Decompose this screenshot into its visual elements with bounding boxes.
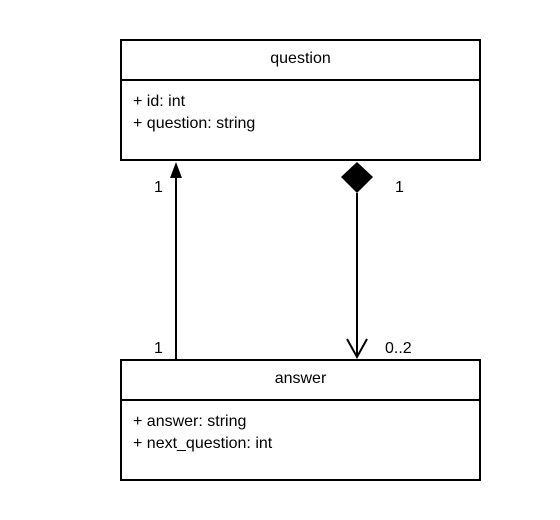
composition-multiplicity-question-end: 1 [395, 179, 404, 196]
question-attributes: + id: int + question: string [122, 81, 479, 135]
composition-multiplicity-answer-end: 0..2 [385, 340, 412, 357]
answer-attributes: + answer: string + next_question: int [122, 401, 479, 455]
question-class[interactable]: question + id: int + question: string [120, 39, 481, 161]
composition-diamond-icon [341, 162, 373, 193]
attribute-answer: + answer: string [133, 413, 247, 430]
answer-class-name: answer [122, 361, 479, 401]
association-multiplicity-question-end: 1 [154, 179, 163, 196]
association-multiplicity-answer-end: 1 [154, 340, 163, 357]
attribute-id: + id: int [133, 93, 186, 110]
association-arrowhead-icon [170, 162, 182, 178]
composition-open-arrow-icon [346, 338, 368, 360]
attribute-next-question: + next_question: int [133, 435, 273, 452]
answer-class[interactable]: answer + answer: string + next_question:… [120, 359, 481, 481]
attribute-question: + question: string [133, 115, 256, 132]
question-class-name: question [122, 41, 479, 81]
